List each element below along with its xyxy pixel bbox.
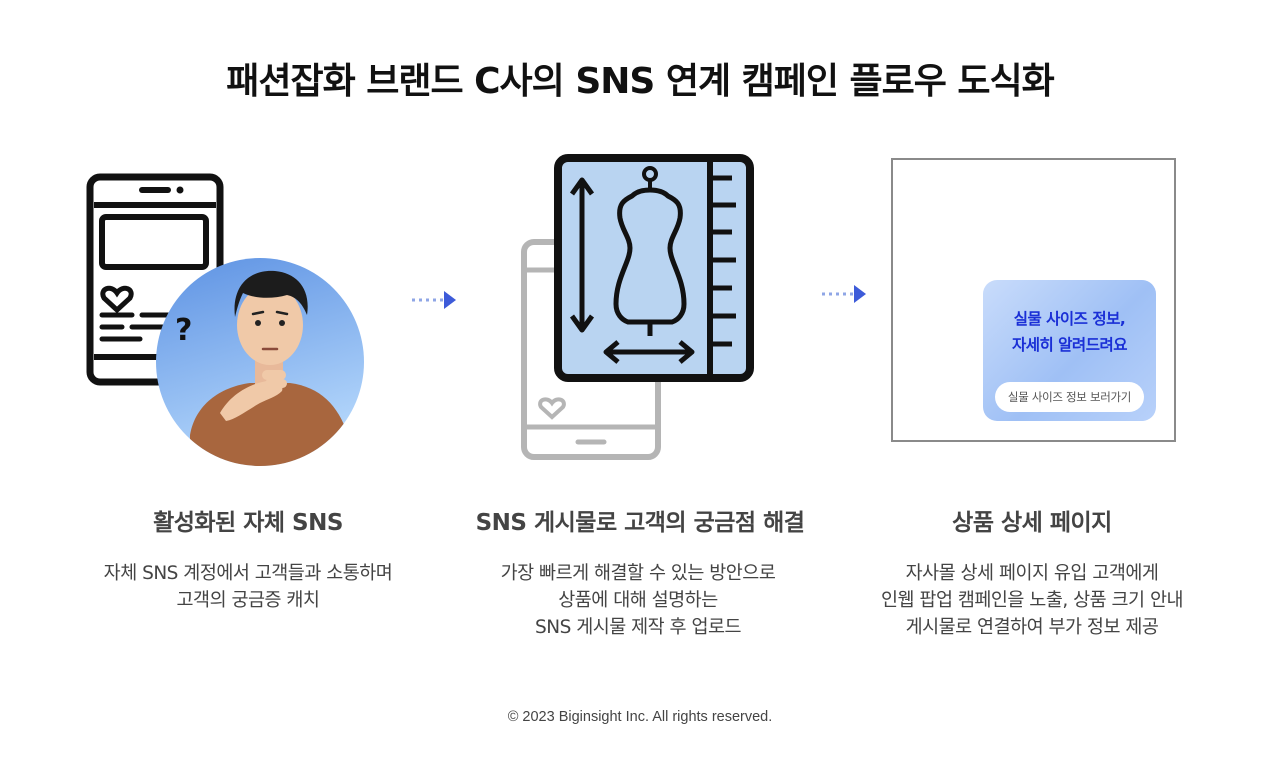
description-line: 인웹 팝업 캠페인을 노출, 상품 크기 안내 bbox=[881, 590, 1184, 611]
phone-with-thinking-person-icon: ? bbox=[80, 165, 380, 475]
description-line: 게시물로 연결하여 부가 정보 제공 bbox=[905, 617, 1159, 638]
description-line: 가장 빠르게 해결할 수 있는 방안으로 bbox=[500, 563, 776, 584]
product-detail-page-frame: 실물 사이즈 정보, 자세히 알려드려요 실물 사이즈 정보 보러가기 bbox=[891, 158, 1176, 442]
description-line: 자사몰 상세 페이지 유입 고객에게 bbox=[905, 563, 1159, 584]
flow-arrow-icon bbox=[410, 288, 460, 312]
product-page-with-popup: 실물 사이즈 정보, 자세히 알려드려요 실물 사이즈 정보 보러가기 bbox=[888, 155, 1180, 445]
flow-arrow-icon bbox=[820, 282, 870, 306]
size-info-popup: 실물 사이즈 정보, 자세히 알려드려요 실물 사이즈 정보 보러가기 bbox=[983, 280, 1156, 421]
step-1-description: 자체 SNS 계정에서 고객들과 소통하며 고객의 궁금증 캐치 bbox=[38, 560, 458, 614]
description-line: 고객의 궁금증 캐치 bbox=[176, 590, 320, 611]
page-title: 패션잡화 브랜드 C사의 SNS 연계 캠페인 플로우 도식화 bbox=[226, 61, 1055, 102]
step-2-heading: SNS 게시물로 고객의 궁금점 해결 bbox=[475, 510, 805, 536]
description-line: 자체 SNS 계정에서 고객들과 소통하며 bbox=[103, 563, 393, 584]
step-3-heading: 상품 상세 페이지 bbox=[952, 510, 1112, 536]
step-3-description: 자사몰 상세 페이지 유입 고객에게 인웹 팝업 캠페인을 노출, 상품 크기 … bbox=[822, 560, 1242, 641]
view-size-info-button[interactable]: 실물 사이즈 정보 보러가기 bbox=[995, 382, 1144, 412]
phone-with-size-chart-icon bbox=[510, 150, 770, 470]
svg-text:?: ? bbox=[175, 313, 192, 348]
description-line: 상품에 대해 설명하는 bbox=[558, 590, 718, 611]
popup-title: 실물 사이즈 정보, 자세히 알려드려요 bbox=[983, 306, 1156, 358]
popup-title-line: 실물 사이즈 정보, bbox=[1013, 310, 1126, 328]
popup-title-line: 자세히 알려드려요 bbox=[1012, 336, 1127, 354]
copyright-footer: © 2023 Biginsight Inc. All rights reserv… bbox=[507, 709, 773, 725]
description-line: SNS 게시물 제작 후 업로드 bbox=[534, 617, 742, 638]
step-2-description: 가장 빠르게 해결할 수 있는 방안으로 상품에 대해 설명하는 SNS 게시물… bbox=[428, 560, 848, 641]
step-1-heading: 활성화된 자체 SNS bbox=[153, 510, 343, 536]
